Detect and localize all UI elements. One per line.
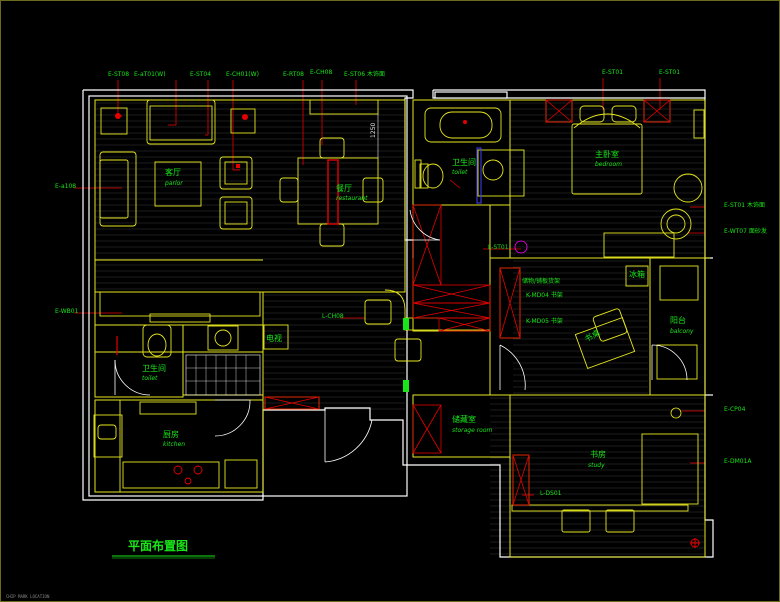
top-code-labels: E-ST08 E-aT01(W) E-ST04 E-CH01(W) E-RT08…: [108, 69, 680, 78]
code-label: 储物/铺板货架: [522, 277, 560, 285]
code-label: E-ST06 木饰面: [344, 70, 385, 78]
accent-marks: [116, 147, 700, 548]
room-label: 卫生间: [452, 157, 476, 167]
code-label: E-DM01A: [724, 458, 752, 465]
wardrobes: [264, 99, 671, 506]
floor-hatch: [95, 102, 705, 555]
code-label: E-ST01: [659, 69, 680, 76]
room-label: balcony: [670, 328, 694, 335]
code-label: L-DS01: [540, 490, 562, 497]
room-label: storage room: [452, 427, 493, 434]
room-label: toilet: [452, 169, 468, 176]
room-label: 餐厅: [336, 184, 352, 193]
room-label: 书房: [590, 449, 606, 459]
code-label: E-ST08: [108, 71, 129, 78]
code-label: K-MD04 书架: [526, 291, 563, 299]
furniture: [93, 99, 710, 533]
room-label: parlor: [164, 180, 183, 187]
code-label: E-CP04: [724, 406, 746, 413]
dimension-value: 1250: [370, 123, 377, 138]
code-label: L-ST01: [488, 244, 509, 251]
room-label: restaurant: [336, 195, 368, 202]
room-label: 阳台: [670, 315, 686, 325]
doors: [114, 209, 688, 463]
code-label: E-WT07 面砂发: [724, 227, 767, 235]
room-label: bedroom: [595, 161, 622, 168]
room-label: 冰箱: [629, 269, 645, 279]
room-label: 电视: [266, 333, 282, 343]
room-label: kitchen: [163, 441, 185, 448]
code-label: E-aT01(W): [134, 71, 166, 78]
watermark: CHIP MARK LOCATION: [6, 594, 50, 599]
code-label: E-a108: [55, 183, 76, 190]
room-label: 厨房: [163, 429, 179, 439]
code-label: E-CH08: [310, 69, 332, 76]
room-label: 书桌: [583, 327, 602, 344]
code-label: E-WB01: [55, 308, 79, 315]
code-label: E-CH01(W): [226, 71, 259, 78]
drawing-title: 平面布置图: [128, 538, 188, 553]
code-label: E-ST04: [190, 71, 211, 78]
code-label: E-RT08: [283, 71, 304, 78]
side-code-labels: E-a108 E-WB01 L-CH08 L-ST01 E-ST01 木饰面 E…: [55, 183, 767, 497]
leader-line: [449, 179, 461, 189]
code-label: K-MD05 书架: [526, 317, 563, 325]
interior-walls: [94, 99, 706, 558]
code-label: L-CH08: [322, 313, 344, 320]
code-label: E-ST01: [602, 69, 623, 76]
room-label: 客厅: [165, 167, 181, 177]
room-label: study: [588, 462, 605, 469]
code-label: E-ST01 木饰面: [724, 201, 765, 209]
leader-lines: [74, 78, 705, 496]
room-label: 主卧室: [595, 149, 619, 159]
room-label: 卫生间: [142, 363, 166, 373]
room-label: toilet: [142, 375, 158, 382]
room-label: 储藏室: [452, 414, 476, 424]
